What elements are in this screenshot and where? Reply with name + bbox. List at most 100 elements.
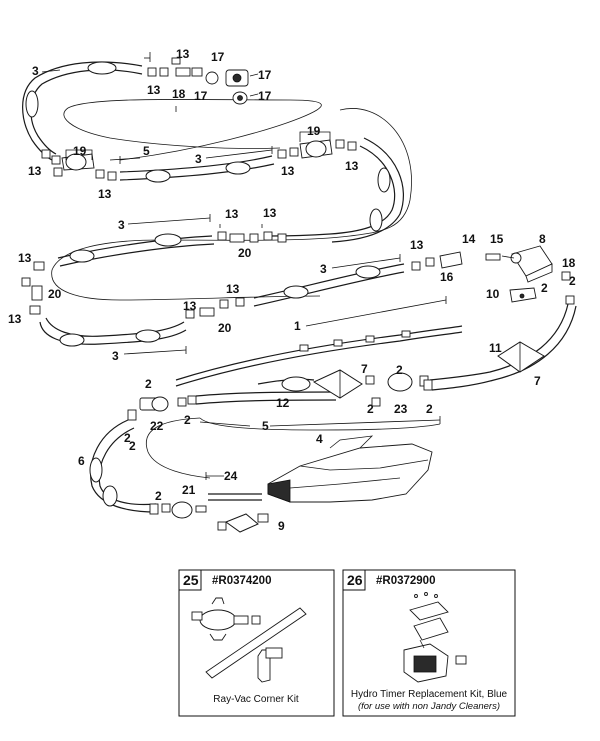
callout-13: 13 [263,206,277,220]
fittings-19-right [277,139,357,159]
part-10-clip [509,287,537,303]
callout-17: 17 [194,89,208,103]
callout-2: 2 [184,413,191,427]
callout-2: 2 [145,377,152,391]
callout-20: 20 [48,287,62,301]
callout-3: 3 [112,349,119,363]
hose-segment-right-swoop [429,303,577,391]
hose-segment-3-mid [119,155,275,183]
hydro-timer-kit-illustration [403,592,467,683]
hose-12 [195,391,337,405]
callout-4: 4 [316,432,323,446]
callout-5: 5 [143,144,150,158]
fittings-right-2s [371,379,433,407]
callout-2: 2 [426,402,433,416]
callout-13: 13 [18,251,32,265]
kit-box-25: 25 #R0374200 Ray-Vac Corner Kit [178,569,335,717]
callout-9: 9 [278,519,285,533]
callout-13: 13 [147,83,161,97]
bracket-19 [65,131,331,228]
fittings-20-left [21,261,45,315]
kit-26-caption-line1: Hydro Timer Replacement Kit, Blue [351,689,508,700]
callout-2: 2 [124,431,131,445]
callout-12: 12 [276,396,290,410]
leader-lines [41,52,515,480]
callout-2: 2 [569,274,576,288]
callout-13: 13 [281,164,295,178]
callout-3: 3 [195,152,202,166]
callout-20: 20 [238,246,252,260]
callout-2: 2 [541,281,548,295]
callout-3: 3 [32,64,39,78]
part-7-funnel [257,369,363,399]
part-22 [139,395,197,412]
callout-14: 14 [462,232,476,246]
callout-13: 13 [410,238,424,252]
callout-17: 17 [258,89,272,103]
callout-13: 13 [8,312,22,326]
callout-11: 11 [489,341,502,355]
hose-5-lower [146,417,211,479]
callout-22: 22 [150,419,164,433]
hose-segment-6 [89,419,157,513]
kit-26-caption-line2: (for use with non Jandy Cleaners) [358,701,500,712]
callout-6: 6 [78,454,85,468]
hose-segment-right-loop [269,137,404,243]
part-4-cleaner-head [267,435,433,503]
callout-19: 19 [73,144,87,158]
hose-24 [208,493,262,501]
part-8-housing [510,245,553,283]
fittings-14-16 [411,251,501,271]
part-9 [217,513,269,533]
callout-19: 19 [307,124,321,138]
callout-8: 8 [539,232,546,246]
callout-3: 3 [118,218,125,232]
callout-2: 2 [129,439,136,453]
hose-segment-3-bottom [39,317,187,347]
callout-3: 3 [320,262,327,276]
callout-24: 24 [224,469,238,483]
part-11-funnel [497,341,545,373]
fittings-20-row [185,297,245,319]
callout-10: 10 [486,287,500,301]
callout-13: 13 [345,159,359,173]
callout-15: 15 [490,232,504,246]
kit-25-number: 25 [183,572,199,588]
fittings-top [147,57,249,105]
callout-1: 1 [294,319,301,333]
hose-5-upper [63,98,322,161]
kit-box-26: 26 #R0372900 Hydro Timer Replacement Kit… [342,569,516,717]
callout-23: 23 [394,402,408,416]
kit-26-number: 26 [347,572,363,588]
callout-7: 7 [534,374,541,388]
kit-25-caption: Ray-Vac Corner Kit [213,694,299,705]
ray-vac-corner-kit-illustration [191,597,307,683]
callout-21: 21 [182,483,196,497]
callout-18: 18 [172,87,186,101]
callout-13: 13 [226,282,240,296]
fittings-bottom-left [127,409,159,515]
kit-25-part-number: #R0374200 [212,575,271,587]
part-21 [161,501,207,519]
callout-18: 18 [562,256,576,270]
callout-16: 16 [440,270,454,284]
callout-13: 13 [225,207,239,221]
hose-1 [175,325,463,387]
callout-labels: 3 13 13 18 17 17 17 17 5 19 13 13 3 19 1… [8,47,576,533]
callout-13: 13 [28,164,42,178]
hose-segment-3-row [253,263,405,307]
callout-2: 2 [396,363,403,377]
callout-13: 13 [98,187,112,201]
fittings-20-top [217,231,287,243]
callout-20: 20 [218,321,232,335]
fittings-19-left [41,149,117,181]
callout-2: 2 [155,489,162,503]
callout-2: 2 [367,402,374,416]
callout-5: 5 [262,419,269,433]
callout-13: 13 [176,47,190,61]
callout-7: 7 [361,362,368,376]
part-18-small [561,271,575,305]
callout-17: 17 [258,68,272,82]
callout-17: 17 [211,50,225,64]
